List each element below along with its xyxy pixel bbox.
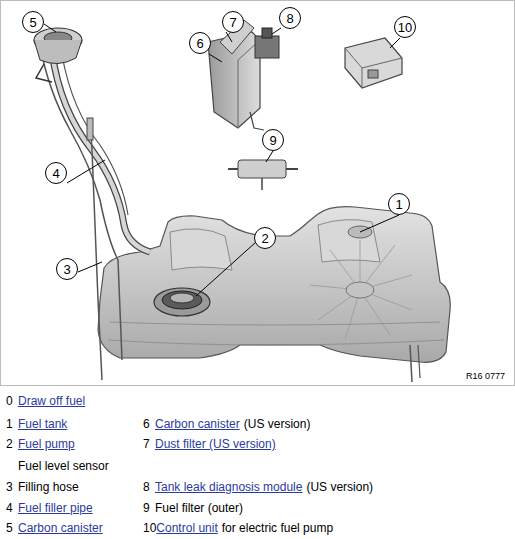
part-link: Tank leak diagnosis module: [155, 480, 302, 494]
figure-code: R16 0777: [466, 371, 505, 381]
part-link: Fuel tank: [18, 417, 67, 431]
fuel-pump-control-unit: [345, 38, 402, 88]
filler-neck-canister: [34, 28, 82, 82]
callout-circle: 1: [388, 193, 410, 215]
callout-circle: 4: [45, 162, 67, 184]
part-name: (US version): [306, 480, 373, 494]
part-name: for electric fuel pump: [222, 521, 333, 535]
list-number: 2: [6, 437, 18, 452]
callout-number: 6: [196, 37, 203, 50]
part-link: Carbon canister: [18, 521, 103, 535]
callout-circle: 7: [222, 11, 244, 33]
part-name: Fuel filter (outer): [155, 501, 243, 515]
carbon-canister-us: [208, 20, 279, 130]
callout-number: 8: [286, 12, 293, 25]
part-name: Filling hose: [18, 480, 79, 494]
fuel-filler-pipe: [40, 45, 150, 360]
callout-circle: 8: [279, 7, 301, 29]
callout-number: 10: [398, 21, 412, 34]
callout-number: 1: [395, 198, 402, 211]
part-link: Dust filter (US version): [155, 437, 276, 451]
list-number: 3: [6, 480, 18, 495]
callout-number: 7: [229, 16, 236, 29]
leader-lines: [44, 24, 400, 296]
list-number: 0: [6, 394, 18, 409]
callout-circle: 2: [254, 227, 276, 249]
callout-circle: 10: [394, 16, 416, 38]
callout-number: 3: [63, 263, 70, 276]
callout-number: 4: [52, 167, 59, 180]
part-link: Fuel pump: [18, 437, 75, 451]
list-number: 5: [6, 521, 18, 536]
fuel-filter: [228, 160, 298, 190]
callout-number: 2: [261, 232, 268, 245]
fuel-tank: [98, 207, 450, 363]
callout-circle: 9: [262, 129, 284, 151]
callout-number: 5: [29, 16, 36, 29]
fuel-pump: [154, 288, 210, 316]
callout-circle: 5: [22, 11, 44, 33]
filling-hose: [87, 118, 102, 380]
callout-circle: 3: [56, 258, 78, 280]
list-number: 9: [143, 501, 155, 516]
callout-circle: 6: [189, 32, 211, 54]
callout-number: 9: [269, 134, 276, 147]
part-link: Fuel filler pipe: [18, 501, 93, 515]
list-number: 6: [143, 417, 155, 432]
part-link: Draw off fuel: [18, 394, 85, 408]
part-name: (US version): [244, 417, 311, 431]
list-number: 7: [143, 437, 155, 452]
list-number: 8: [143, 480, 155, 495]
part-name: Fuel level sensor: [18, 459, 109, 473]
list-number: 4: [6, 501, 18, 516]
part-link: Control unit: [156, 521, 217, 535]
list-number: 10: [143, 521, 156, 536]
list-number: 1: [6, 417, 18, 432]
part-link: Carbon canister: [155, 417, 240, 431]
